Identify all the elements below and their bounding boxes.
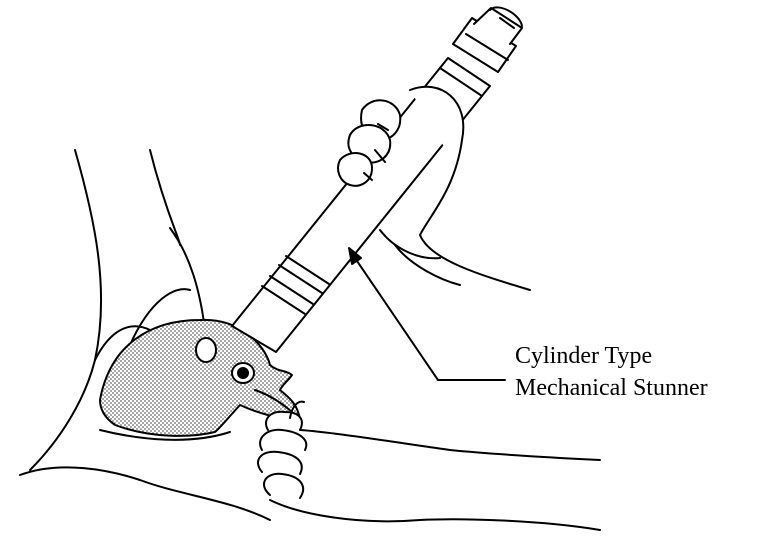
callout-line-1: Cylinder Type <box>515 340 708 372</box>
lower-hand <box>258 402 600 530</box>
stunner-cylinder <box>232 7 522 352</box>
stunner-callout-label: Cylinder Type Mechanical Stunner <box>515 340 708 404</box>
callout-line-2: Mechanical Stunner <box>515 372 708 404</box>
